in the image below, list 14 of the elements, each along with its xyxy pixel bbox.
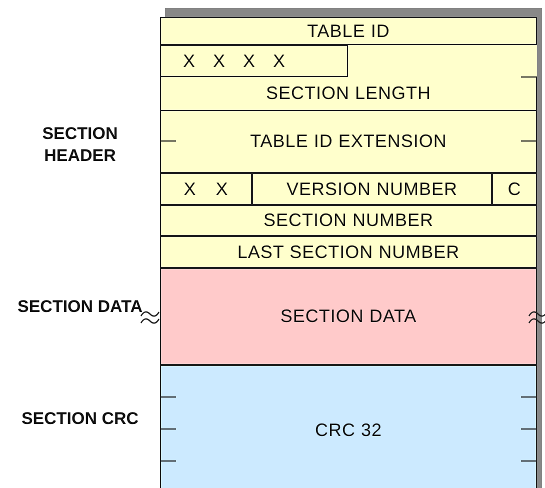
- field-cell: TABLE ID: [160, 17, 537, 45]
- field-cell: X X: [160, 173, 252, 205]
- section-label: SECTION HEADER: [41, 123, 119, 167]
- field-cell: LAST SECTION NUMBER: [160, 236, 537, 268]
- field-cell: SECTION LENGTH: [160, 77, 537, 110]
- field-cell: SECTION NUMBER: [160, 205, 537, 236]
- field-cell: TABLE ID EXTENSION: [160, 110, 537, 173]
- field-cell: X X X X: [160, 45, 348, 77]
- section-label: SECTION DATA: [16, 296, 144, 318]
- field-cell: CRC 32: [160, 365, 537, 488]
- section-label: SECTION CRC: [20, 408, 140, 430]
- field-cell: VERSION NUMBER: [252, 173, 492, 205]
- field-cell: SECTION DATA: [160, 268, 537, 365]
- field-cell: C: [492, 173, 537, 205]
